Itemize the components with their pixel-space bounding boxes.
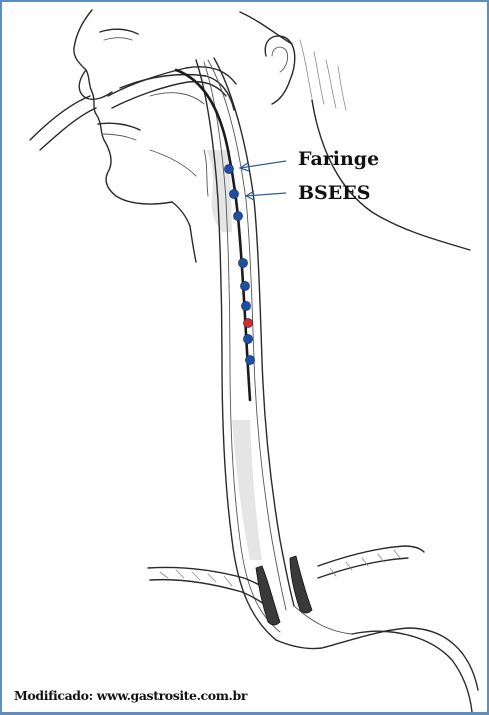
upper-sphincter-label: BSEES: [298, 182, 370, 204]
pharynx-label: Faringe: [298, 148, 379, 170]
source-caption: Modificado: www.gastrosite.com.br: [14, 688, 247, 703]
